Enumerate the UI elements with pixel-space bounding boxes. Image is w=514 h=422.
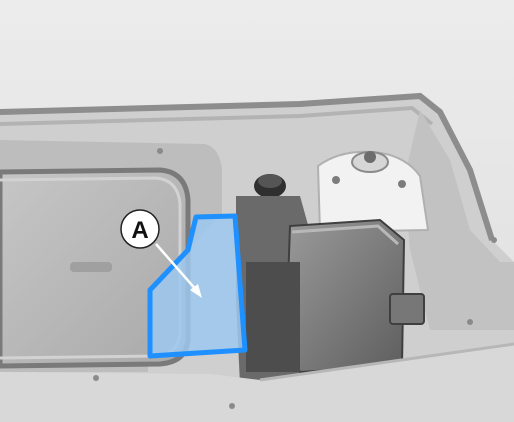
fuse-box-latch (389, 293, 425, 325)
callout-circle (120, 209, 160, 249)
bumper-bolt-1 (93, 375, 99, 381)
bumper-bolt-4 (491, 237, 497, 243)
cowl-bolt (157, 148, 163, 154)
fuse-box-lid-edge (291, 224, 400, 246)
frunk-handle (70, 262, 112, 272)
bumper-edge (259, 342, 514, 382)
fuse-box (284, 218, 406, 374)
strut-bolt-left (332, 176, 340, 184)
right-fender (404, 110, 514, 330)
cowl-edge (0, 92, 495, 241)
strut-bolt-right (398, 180, 406, 188)
strut-nut (364, 151, 376, 163)
lower-tray (246, 262, 300, 372)
callout-arrowhead (190, 284, 202, 298)
callout-leader-line (155, 243, 199, 293)
callout-label: A (131, 217, 148, 244)
reservoir-cap-top (258, 174, 282, 188)
bumper-bolt-2 (229, 403, 235, 409)
bumper-bolt-3 (467, 319, 473, 325)
